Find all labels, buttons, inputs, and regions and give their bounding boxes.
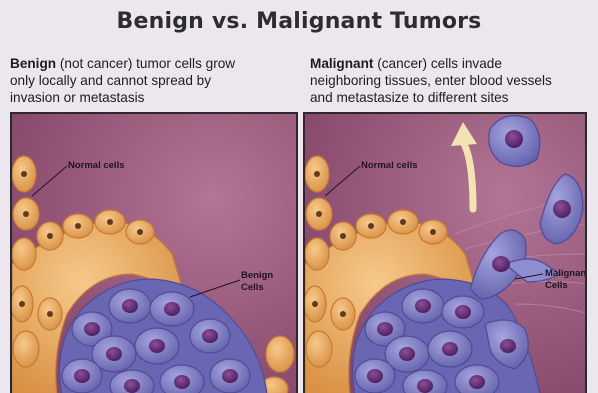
benign-cells-label-line-1: Benign — [241, 270, 273, 281]
normal-cells-label: Normal cells — [361, 160, 418, 171]
figure-title: Benign vs. Malignant Tumors — [0, 9, 598, 34]
malignant-caption-line-2: neighboring tissues, enter blood vessels — [310, 72, 598, 89]
malignant-caption-line-1: Malignant (cancer) cells invade — [310, 55, 598, 72]
malignant-panel: Normal cells Malignant Cells — [303, 112, 587, 393]
malignant-caption-line-3: and metastasize to different sites — [310, 89, 598, 106]
normal-cells-label: Normal cells — [68, 160, 125, 171]
malignant-caption: Malignant (cancer) cells invade neighbor… — [310, 55, 598, 113]
benign-caption-line-1: Benign (not cancer) tumor cells grow — [10, 55, 295, 72]
malignant-cells-label-line-2: Cells — [545, 280, 568, 291]
malignant-caption-bold: Malignant — [310, 56, 373, 71]
malignant-caption-line-1-rest: (cancer) cells invade — [373, 56, 501, 71]
benign-caption-line-3: invasion or metastasis — [10, 89, 295, 106]
benign-illustration: Normal cells Benign Cells — [12, 114, 298, 393]
benign-caption-bold: Benign — [10, 56, 56, 71]
malignant-cells-label-line-1: Malignant — [545, 268, 587, 279]
benign-caption-line-1-rest: (not cancer) tumor cells grow — [56, 56, 235, 71]
malignant-illustration: Normal cells Malignant Cells — [305, 114, 587, 393]
benign-caption: Benign (not cancer) tumor cells grow onl… — [10, 55, 295, 113]
benign-caption-line-2: only locally and cannot spread by — [10, 72, 295, 89]
benign-panel: Normal cells Benign Cells — [10, 112, 298, 393]
benign-cells-label-line-2: Cells — [241, 282, 264, 293]
